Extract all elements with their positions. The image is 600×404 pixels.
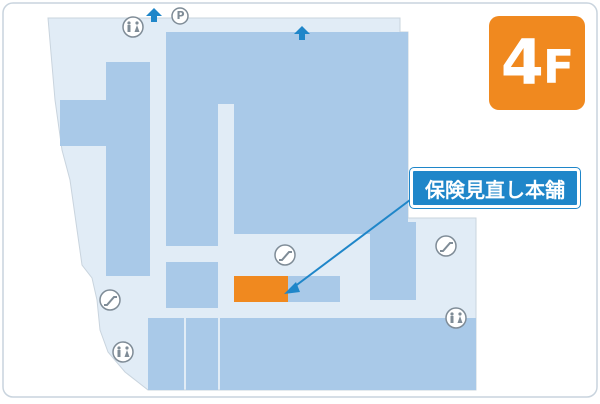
tenant-center-upper [166,98,218,146]
tenant-left-lower [106,146,150,276]
highlighted-store[interactable] [234,276,288,302]
tenant-left-column [106,62,150,146]
restroom-icon [122,16,144,38]
floor-unit: F [542,40,574,94]
tenant-center-lower [166,262,218,308]
floor-number: 4 [500,26,544,99]
up-arrow-icon [146,8,162,22]
up-arrow-icon [294,26,310,40]
callout-leader-line [289,199,411,291]
tenant-top-left [166,32,234,80]
parking-icon [171,7,189,25]
parking-label: P [176,9,185,22]
tenant-bottom-2 [186,318,218,390]
escalator-icon [99,289,121,311]
restroom-icon [445,307,467,329]
tenant-center-middle [166,146,218,246]
store-callout-label: 保険見直し本舗 [425,177,565,202]
tenant-right-small [370,222,416,300]
store-callout[interactable]: 保険見直し本舗 [410,168,580,208]
tenant-bottom-large [220,318,476,390]
escalator-icon [435,235,457,257]
restroom-icon [112,341,134,363]
callout-arrowhead [284,282,300,294]
tenant-bottom-1 [148,318,184,390]
escalator-icon [274,244,296,266]
tenant-right-large [234,32,408,234]
